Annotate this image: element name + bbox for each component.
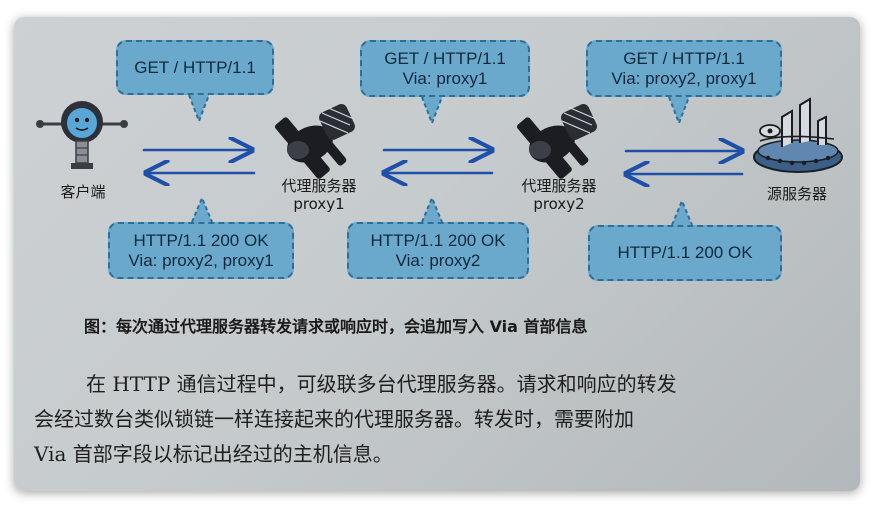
proxy2-label: 代理服务器 [521,177,597,195]
request-bubble-line: GET / HTTP/1.1 [134,57,256,77]
proxy1-label: 代理服务器 [281,177,357,195]
request-bubble-tail-1 [188,94,210,124]
client-robot-icon [36,101,128,169]
request-bubble-1: GET / HTTP/1.1 [116,40,274,95]
request-bubble-line: GET / HTTP/1.1 [623,48,745,68]
response-bubble-line: Via: proxy2, proxy1 [128,250,274,270]
response-bubble-line: HTTP/1.1 200 OK [370,230,506,250]
response-bubble-tail-3 [671,198,693,226]
request-bubble-tail-3 [668,96,690,126]
response-bubble-2: HTTP/1.1 200 OK Via: proxy2 [347,222,529,279]
request-bubble-3: GET / HTTP/1.1 Via: proxy2, proxy1 [586,40,782,97]
origin-label: 源服务器 [766,185,827,203]
paragraph-line: Via 首部字段以标记出经过的主机信息。 [34,442,393,466]
response-bubble-tail-1 [191,195,213,223]
body-paragraph: 在 HTTP 通信过程中，可级联多台代理服务器。请求和响应的转发 会经过数台类似… [34,367,860,472]
response-bubble-3: HTTP/1.1 200 OK [588,225,782,281]
response-bubble-tail-2 [421,195,443,223]
request-bubble-2: GET / HTTP/1.1 Via: proxy1 [360,40,530,97]
response-bubble-line: Via: proxy2 [395,250,481,270]
origin-server-icon [753,97,843,173]
proxy2-name: proxy2 [533,195,585,213]
client-label: 客户端 [60,183,106,201]
figure-caption: 图：每次通过代理服务器转发请求或响应时，会追加写入 Via 首部信息 [84,317,588,336]
response-bubble-line: HTTP/1.1 200 OK [617,243,753,262]
paragraph-line: 在 HTTP 通信过程中，可级联多台代理服务器。请求和响应的转发 [86,372,677,396]
request-bubble-line: Via: proxy2, proxy1 [611,68,757,88]
book-page: GET / HTTP/1.1 GET / HTTP/1.1 Via: proxy… [14,17,860,491]
response-bubble-1: HTTP/1.1 200 OK Via: proxy2, proxy1 [108,222,294,279]
response-bubble-line: HTTP/1.1 200 OK [133,230,269,250]
diagram-canvas [36,94,843,226]
request-bubble-line: Via: proxy1 [402,68,488,88]
proxy1-satellite-icon [274,104,355,179]
proxy1-name: proxy1 [293,195,345,213]
proxy2-satellite-icon [516,104,597,179]
request-bubble-tail-2 [421,96,443,126]
request-bubble-line: GET / HTTP/1.1 [384,48,506,68]
paragraph-line: 会经过数台类似锁链一样连接起来的代理服务器。转发时，需要附加 [34,407,634,431]
